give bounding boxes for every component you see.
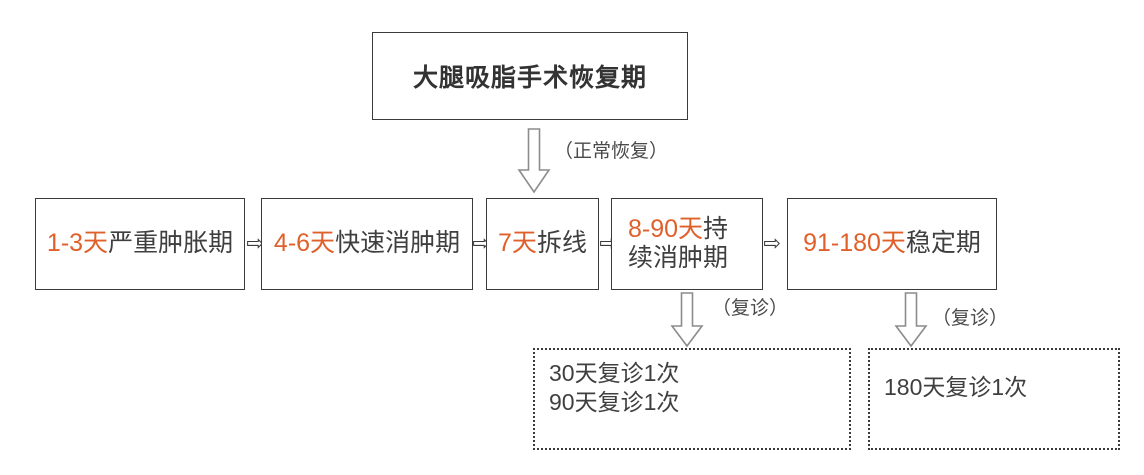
stage-label-2: 4-6天快速消肿期 [274,229,460,259]
stage-box-5[interactable]: 91-180天稳定期 [787,198,997,290]
followup-note-line: 30天复诊1次 [549,360,680,386]
page-title: 大腿吸脂手术恢复期 [412,64,647,92]
stage-box-2[interactable]: 4-6天快速消肿期 [261,198,473,290]
down-block-arrow-followup-2 [894,292,928,348]
stage-highlight-2: 4-6天 [273,229,336,258]
down-block-arrow-normal-recovery [517,128,551,194]
stage-rest-4: 持续消肿期 [628,214,729,273]
stage-highlight-5: 91-180天 [803,229,906,258]
stage-rest-1: 严重肿胀期 [108,229,234,258]
stage-rest-2: 快速消肿期 [335,229,461,258]
arrow-caption-followup-2: （复诊） [932,308,1009,329]
stage-box-4[interactable]: 8-90天持续消肿期 [611,198,763,290]
stage-label-5: 91-180天稳定期 [803,229,981,259]
chain-arrow-icon-1: ⇨ [246,232,264,255]
stage-highlight-1: 1-3天 [46,229,109,258]
followup-note-line: 90天复诊1次 [549,389,680,416]
stage-box-1[interactable]: 1-3天严重肿胀期 [35,198,245,290]
stage-label-3: 7天拆线 [498,229,587,259]
stage-label-1: 1-3天严重肿胀期 [47,229,233,259]
followup-note-line: 180天复诊1次 [884,374,1028,400]
stage-rest-3: 拆线 [536,229,587,258]
stage-label-4: 8-90天持续消肿期 [628,215,746,274]
followup-note-box-2: 180天复诊1次 [868,348,1120,450]
arrow-caption-normal-recovery: （正常恢复） [554,141,669,162]
stage-rest-5: 稳定期 [905,229,981,258]
stage-highlight-3: 7天 [498,229,537,258]
title-box: 大腿吸脂手术恢复期 [372,32,688,120]
arrow-caption-followup-1: （复诊） [712,298,789,319]
chain-arrow-icon-2: ⇨ [472,232,490,255]
stage-highlight-4: 8-90天 [628,214,704,243]
followup-note-box-1: 30天复诊1次 90天复诊1次 [533,348,851,450]
down-block-arrow-followup-1 [670,292,704,348]
stage-box-3[interactable]: 7天拆线 [486,198,599,290]
chain-arrow-icon-4: ⇨ [763,232,781,255]
